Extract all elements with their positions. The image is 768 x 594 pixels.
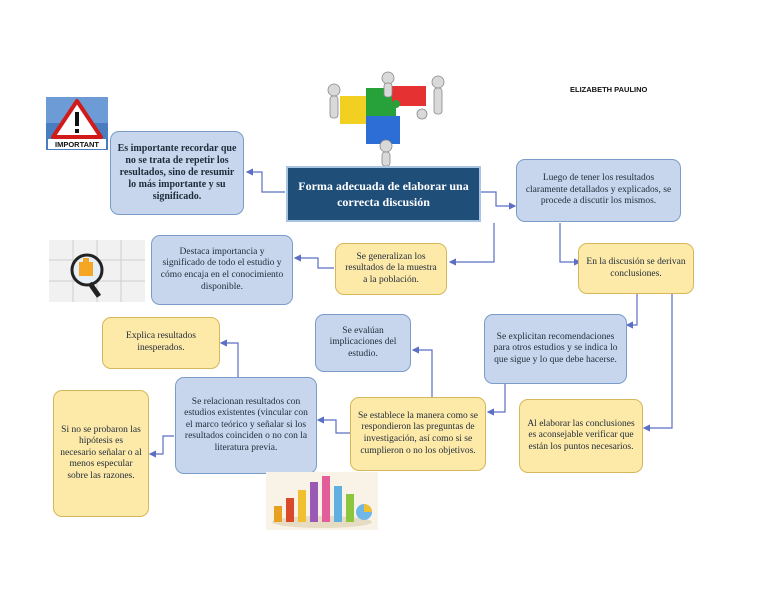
important-sign-label: IMPORTANT bbox=[55, 140, 99, 149]
important-sign-icon: IMPORTANT bbox=[46, 97, 108, 150]
node-generalizan: Se generalizan los resultados de la mues… bbox=[335, 243, 447, 295]
line-title-importante bbox=[247, 172, 285, 192]
bar-chart-icon bbox=[266, 472, 378, 530]
node-importante: Es importante recordar que no se trata d… bbox=[110, 131, 244, 215]
node-elaborar: Al elaborar las conclusiones es aconseja… bbox=[519, 399, 643, 473]
node-conclusiones: En la discusión se derivan conclusiones. bbox=[578, 243, 694, 294]
line-establece-evaluan bbox=[413, 350, 432, 398]
line-establece-relacionan bbox=[318, 420, 350, 433]
line-relacionan-explica bbox=[221, 343, 238, 378]
node-establece: Se establece la manera como se respondie… bbox=[350, 397, 486, 471]
node-explica: Explica resultados inesperados. bbox=[102, 317, 220, 369]
puzzle-people-icon bbox=[322, 68, 450, 166]
line-conclusiones-explicitan bbox=[627, 294, 637, 325]
node-destaca: Destaca importancia y significado de tod… bbox=[151, 235, 293, 305]
node-luego: Luego de tener los resultados claramente… bbox=[516, 159, 681, 222]
node-relacionan: Se relacionan resultados con estudios ex… bbox=[175, 377, 317, 474]
node-evaluan: Se evalúan implicaciones del estudio. bbox=[315, 314, 411, 372]
line-conclusiones-elaborar bbox=[644, 294, 672, 428]
line-relacionan-noprobaron bbox=[150, 436, 174, 454]
line-generalizan-destaca bbox=[295, 258, 334, 268]
line-title-luego bbox=[480, 192, 515, 206]
magnifier-puzzle-icon bbox=[49, 240, 145, 302]
node-explicitan: Se explicitan recomendaciones para otros… bbox=[484, 314, 627, 384]
author-name: ELIZABETH PAULINO bbox=[570, 85, 647, 94]
node-noprobaron: Si no se probaron las hipótesis es neces… bbox=[53, 390, 149, 517]
line-luego-generalizan bbox=[450, 223, 494, 262]
line-luego-conclusiones bbox=[560, 223, 580, 262]
page-title: Forma adecuada de elaborar una correcta … bbox=[286, 166, 481, 222]
